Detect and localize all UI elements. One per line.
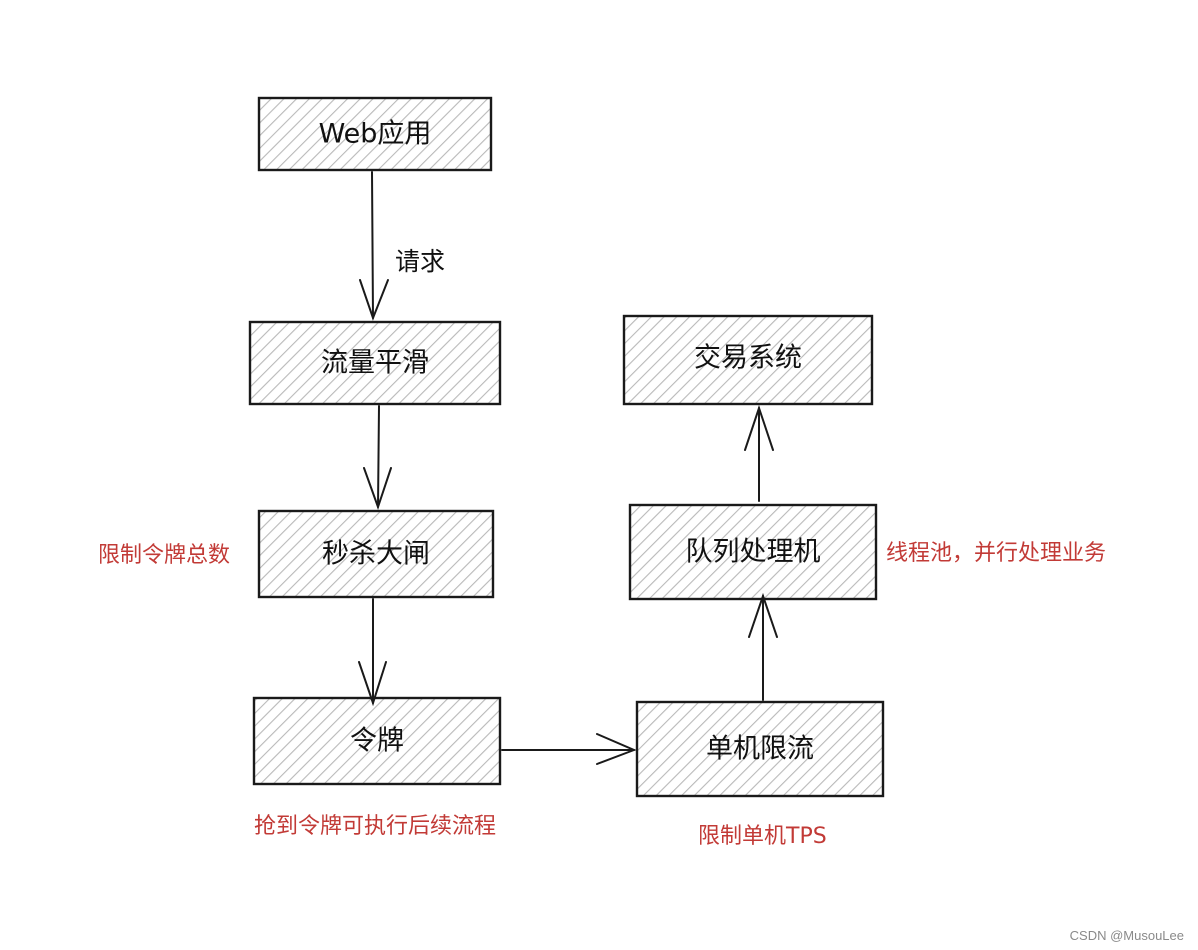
edge-request-label: 请求	[395, 247, 445, 276]
node-web-app-label: Web应用	[319, 119, 432, 150]
edge-queue-to-trading	[744, 404, 774, 502]
node-single-machine-rate-limit: 单机限流	[635, 700, 885, 798]
node-flash-sale-gate-label: 秒杀大闸	[322, 539, 430, 570]
note-queue: 线程池，并行处理业务	[886, 541, 1106, 566]
node-traffic-smoothing-label: 流量平滑	[321, 348, 429, 379]
edge-rate-limit-to-queue	[748, 592, 778, 701]
watermark: CSDN @MusouLee	[1070, 928, 1184, 943]
node-traffic-smoothing: 流量平滑	[248, 320, 502, 406]
note-rate-limit: 限制单机TPS	[698, 824, 827, 849]
note-gate: 限制令牌总数	[98, 543, 230, 568]
node-token: 令牌	[252, 696, 502, 786]
edge-web-to-smoothing	[359, 171, 389, 321]
edge-smoothing-to-gate	[363, 405, 392, 511]
node-queue-processor: 队列处理机	[628, 503, 878, 601]
note-token: 抢到令牌可执行后续流程	[254, 814, 496, 839]
edge-gate-to-token	[358, 598, 387, 707]
node-trading-system: 交易系统	[622, 314, 874, 406]
node-web-app: Web应用	[257, 96, 493, 172]
node-flash-sale-gate: 秒杀大闸	[257, 509, 495, 599]
node-trading-system-label: 交易系统	[694, 343, 802, 374]
edge-token-to-rate-limit	[501, 733, 637, 765]
node-token-label: 令牌	[350, 726, 404, 757]
node-single-machine-rate-limit-label: 单机限流	[706, 734, 814, 765]
node-queue-processor-label: 队列处理机	[686, 537, 821, 568]
